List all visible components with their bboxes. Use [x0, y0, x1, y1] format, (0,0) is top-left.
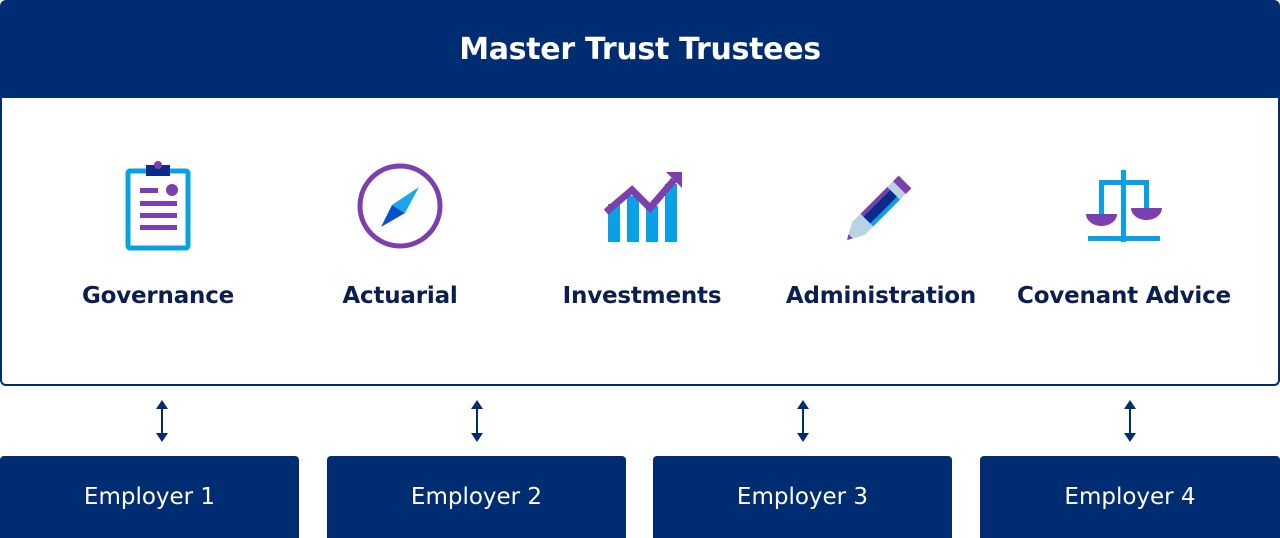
employer-box-1: Employer 1	[0, 456, 299, 538]
bidirectional-arrow-icon	[156, 400, 168, 442]
service-actuarial: Actuarial	[280, 158, 520, 309]
pencil-icon	[761, 158, 1001, 254]
service-administration: Administration	[761, 158, 1001, 309]
bidirectional-arrow-icon	[1124, 400, 1136, 442]
service-label: Actuarial	[342, 283, 458, 309]
employer-box-4: Employer 4	[980, 456, 1280, 538]
service-label: Governance	[81, 283, 235, 309]
bidirectional-arrow-icon	[797, 400, 809, 442]
clipboard-icon	[38, 158, 278, 254]
trustees-header: Master Trust Trustees	[0, 0, 1280, 99]
service-label: Administration	[785, 283, 977, 309]
service-covenant-advice: Covenant Advice	[1004, 158, 1244, 309]
employer-label: Employer 4	[1064, 484, 1196, 510]
services-panel: Governance Actuarial Investments	[0, 98, 1280, 386]
employer-label: Employer 3	[736, 484, 869, 510]
service-label: Investments	[562, 283, 722, 309]
service-governance: Governance	[38, 158, 278, 309]
scales-icon	[1004, 158, 1244, 254]
bidirectional-arrow-icon	[471, 400, 483, 442]
compass-icon	[280, 158, 520, 254]
header-title: Master Trust Trustees	[459, 32, 821, 67]
employer-label: Employer 1	[83, 484, 216, 510]
service-investments: Investments	[522, 158, 762, 309]
service-label: Covenant Advice	[1017, 283, 1231, 309]
employer-box-2: Employer 2	[327, 456, 626, 538]
employer-box-3: Employer 3	[653, 456, 952, 538]
employer-label: Employer 2	[410, 484, 543, 510]
growth-chart-icon	[522, 158, 762, 254]
